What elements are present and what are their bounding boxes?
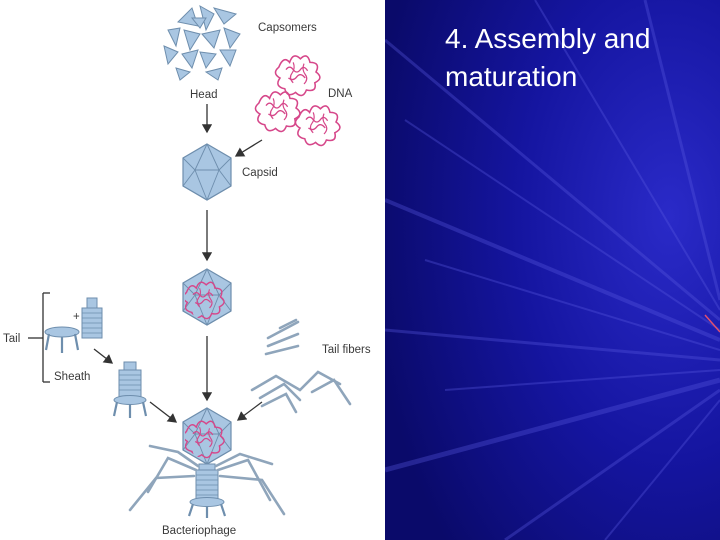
blue-background bbox=[385, 0, 720, 540]
bacteriophage-label: Bacteriophage bbox=[162, 525, 236, 537]
plus-label: + bbox=[73, 311, 80, 323]
capsid-label: Capsid bbox=[242, 167, 278, 179]
dna-label: DNA bbox=[328, 88, 353, 100]
tail-fibers-label: Tail fibers bbox=[322, 344, 371, 356]
sheath-label: Sheath bbox=[54, 371, 90, 383]
phage-assembly-diagram: Capsomers Head DNA bbox=[3, 4, 371, 537]
dna-cluster bbox=[254, 55, 341, 147]
red-accent-line bbox=[704, 314, 720, 333]
capsomers-label: Capsomers bbox=[258, 22, 317, 34]
tail-core-icon bbox=[81, 297, 103, 339]
light-rays bbox=[385, 0, 720, 540]
diagram-panel: Capsomers Head DNA bbox=[0, 0, 385, 540]
flow-arrows bbox=[93, 104, 263, 423]
capsid-icon bbox=[182, 143, 232, 201]
slide-title: 4. Assembly and maturation bbox=[445, 23, 651, 92]
assembled-tail-icon bbox=[112, 361, 148, 418]
base-plate-icon bbox=[44, 326, 80, 353]
capsomers-cluster bbox=[163, 4, 241, 81]
head-label: Head bbox=[190, 89, 218, 101]
tail-label: Tail bbox=[3, 333, 20, 345]
filled-head-icon bbox=[183, 269, 231, 325]
bacteriophage-icon bbox=[128, 408, 286, 518]
tail-bracket bbox=[28, 292, 50, 383]
tail-fibers-icon bbox=[250, 318, 352, 414]
